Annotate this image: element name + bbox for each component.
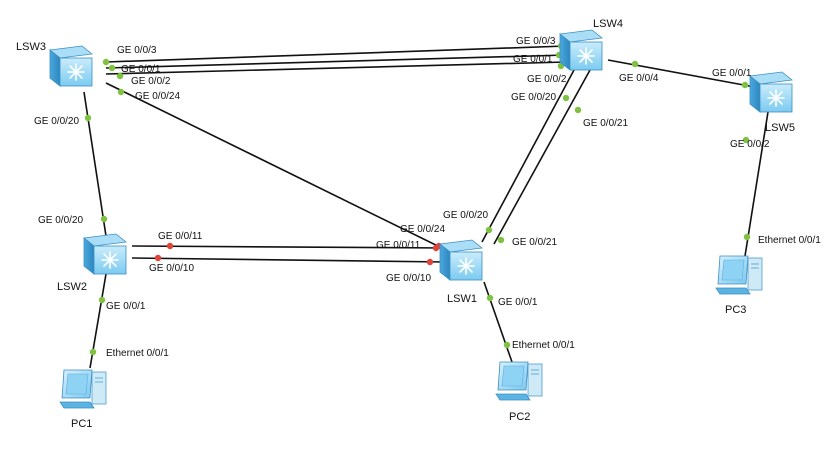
device-label-pc3: PC3	[725, 304, 746, 316]
port-status-lsw1-to-8	[432, 244, 440, 252]
switch-icon	[559, 29, 603, 71]
port-label-lsw4: GE 0/0/1	[513, 54, 553, 65]
links-layer	[83, 45, 769, 369]
pc-icon	[715, 255, 763, 295]
device-label-pc1: PC1	[71, 418, 92, 430]
port-label-lsw3: GE 0/0/1	[121, 64, 161, 75]
device-label-lsw5: LSW5	[765, 122, 795, 134]
port-status-lsw3-from-3	[117, 88, 125, 96]
port-status-lsw2-to-4	[100, 215, 108, 223]
port-labels-layer: GE 0/0/3GE 0/0/3GE 0/0/1GE 0/0/1GE 0/0/2…	[16, 18, 821, 430]
port-label-pc2: Ethernet 0/0/1	[512, 340, 575, 351]
device-lsw4[interactable]	[559, 29, 603, 71]
port-status-lsw1-to-7	[497, 236, 505, 244]
device-label-lsw4: LSW4	[593, 18, 623, 30]
port-status-lsw5-to-5	[741, 81, 749, 89]
pc-icon	[495, 361, 543, 401]
port-label-lsw5: GE 0/0/1	[712, 68, 752, 79]
device-label-lsw1: LSW1	[447, 293, 477, 305]
port-status-lsw5-from-12	[742, 136, 750, 144]
link-lsw2-lsw1-b[interactable]	[131, 257, 447, 263]
link-lsw3-lsw4-c[interactable]	[105, 61, 567, 75]
device-pc1[interactable]	[59, 369, 107, 409]
port-label-pc1: Ethernet 0/0/1	[106, 348, 169, 359]
port-status-lsw1-to-6	[485, 226, 493, 234]
device-lsw3[interactable]	[49, 45, 93, 87]
device-pc2[interactable]	[495, 361, 543, 401]
port-label-lsw3: GE 0/0/20	[34, 116, 79, 127]
port-status-pc1-to-10	[89, 348, 97, 356]
pc-icon	[59, 369, 107, 409]
port-label-lsw2: GE 0/0/20	[38, 215, 83, 226]
port-label-lsw3: GE 0/0/24	[135, 91, 180, 102]
port-label-lsw1: GE 0/0/11	[376, 240, 421, 251]
port-label-lsw4: GE 0/0/2	[527, 74, 567, 85]
port-label-lsw1: GE 0/0/21	[512, 237, 557, 248]
switch-icon	[749, 71, 793, 113]
port-label-lsw3: GE 0/0/3	[117, 45, 157, 56]
switch-icon	[439, 239, 483, 281]
link-lsw1-pc2[interactable]	[483, 281, 513, 363]
port-label-pc3: Ethernet 0/0/1	[758, 235, 821, 246]
port-label-lsw3: GE 0/0/2	[131, 76, 171, 87]
port-label-lsw4: GE 0/0/21	[583, 118, 628, 129]
port-status-lsw4-from-5	[631, 60, 639, 68]
port-label-lsw2: GE 0/0/10	[149, 263, 194, 274]
device-label-pc2: PC2	[509, 411, 530, 423]
port-status-pc2-to-11	[503, 341, 511, 349]
switch-icon	[49, 45, 93, 87]
port-status-lsw3-from-2	[116, 72, 124, 80]
port-label-lsw4: GE 0/0/3	[516, 36, 556, 47]
port-label-lsw4: GE 0/0/20	[511, 92, 556, 103]
port-status-lsw1-from-11	[486, 294, 494, 302]
link-lsw3-lsw4-b[interactable]	[105, 54, 567, 69]
port-status-lsw2-from-9	[154, 254, 162, 262]
port-indicators-layer	[84, 42, 751, 356]
port-label-lsw1: GE 0/0/1	[498, 297, 538, 308]
port-label-lsw1: GE 0/0/20	[443, 210, 488, 221]
port-label-lsw4: GE 0/0/4	[619, 73, 659, 84]
link-lsw3-lsw4-a[interactable]	[105, 45, 567, 63]
port-label-lsw2: GE 0/0/1	[106, 301, 146, 312]
link-lsw4-lsw1-a[interactable]	[481, 69, 575, 243]
device-pc3[interactable]	[715, 255, 763, 295]
device-lsw2[interactable]	[83, 233, 127, 275]
port-status-lsw1-to-9	[426, 258, 434, 266]
port-label-lsw2: GE 0/0/11	[158, 231, 203, 242]
link-lsw3-lsw2[interactable]	[83, 91, 107, 237]
port-label-lsw1: GE 0/0/24	[400, 224, 445, 235]
link-lsw2-lsw1-a[interactable]	[131, 245, 447, 249]
device-label-lsw2: LSW2	[57, 281, 87, 293]
port-status-lsw4-from-7	[574, 106, 582, 114]
port-status-lsw3-from-4	[84, 114, 92, 122]
port-status-lsw3-from-0	[102, 58, 110, 66]
device-lsw5[interactable]	[749, 71, 793, 113]
link-lsw3-lsw1[interactable]	[105, 82, 449, 252]
port-label-lsw1: GE 0/0/10	[386, 273, 431, 284]
port-status-lsw4-from-6	[562, 94, 570, 102]
port-status-lsw2-from-8	[166, 242, 174, 250]
switch-icon	[83, 233, 127, 275]
port-status-lsw3-from-1	[108, 64, 116, 72]
device-label-lsw3: LSW3	[16, 41, 46, 53]
port-label-lsw5: GE 0/0/2	[730, 139, 770, 150]
device-lsw1[interactable]	[439, 239, 483, 281]
link-lsw5-pc3[interactable]	[744, 111, 769, 257]
port-status-pc3-to-12	[743, 233, 751, 241]
port-status-lsw2-from-10	[98, 296, 106, 304]
link-lsw4-lsw1-b[interactable]	[493, 69, 591, 245]
